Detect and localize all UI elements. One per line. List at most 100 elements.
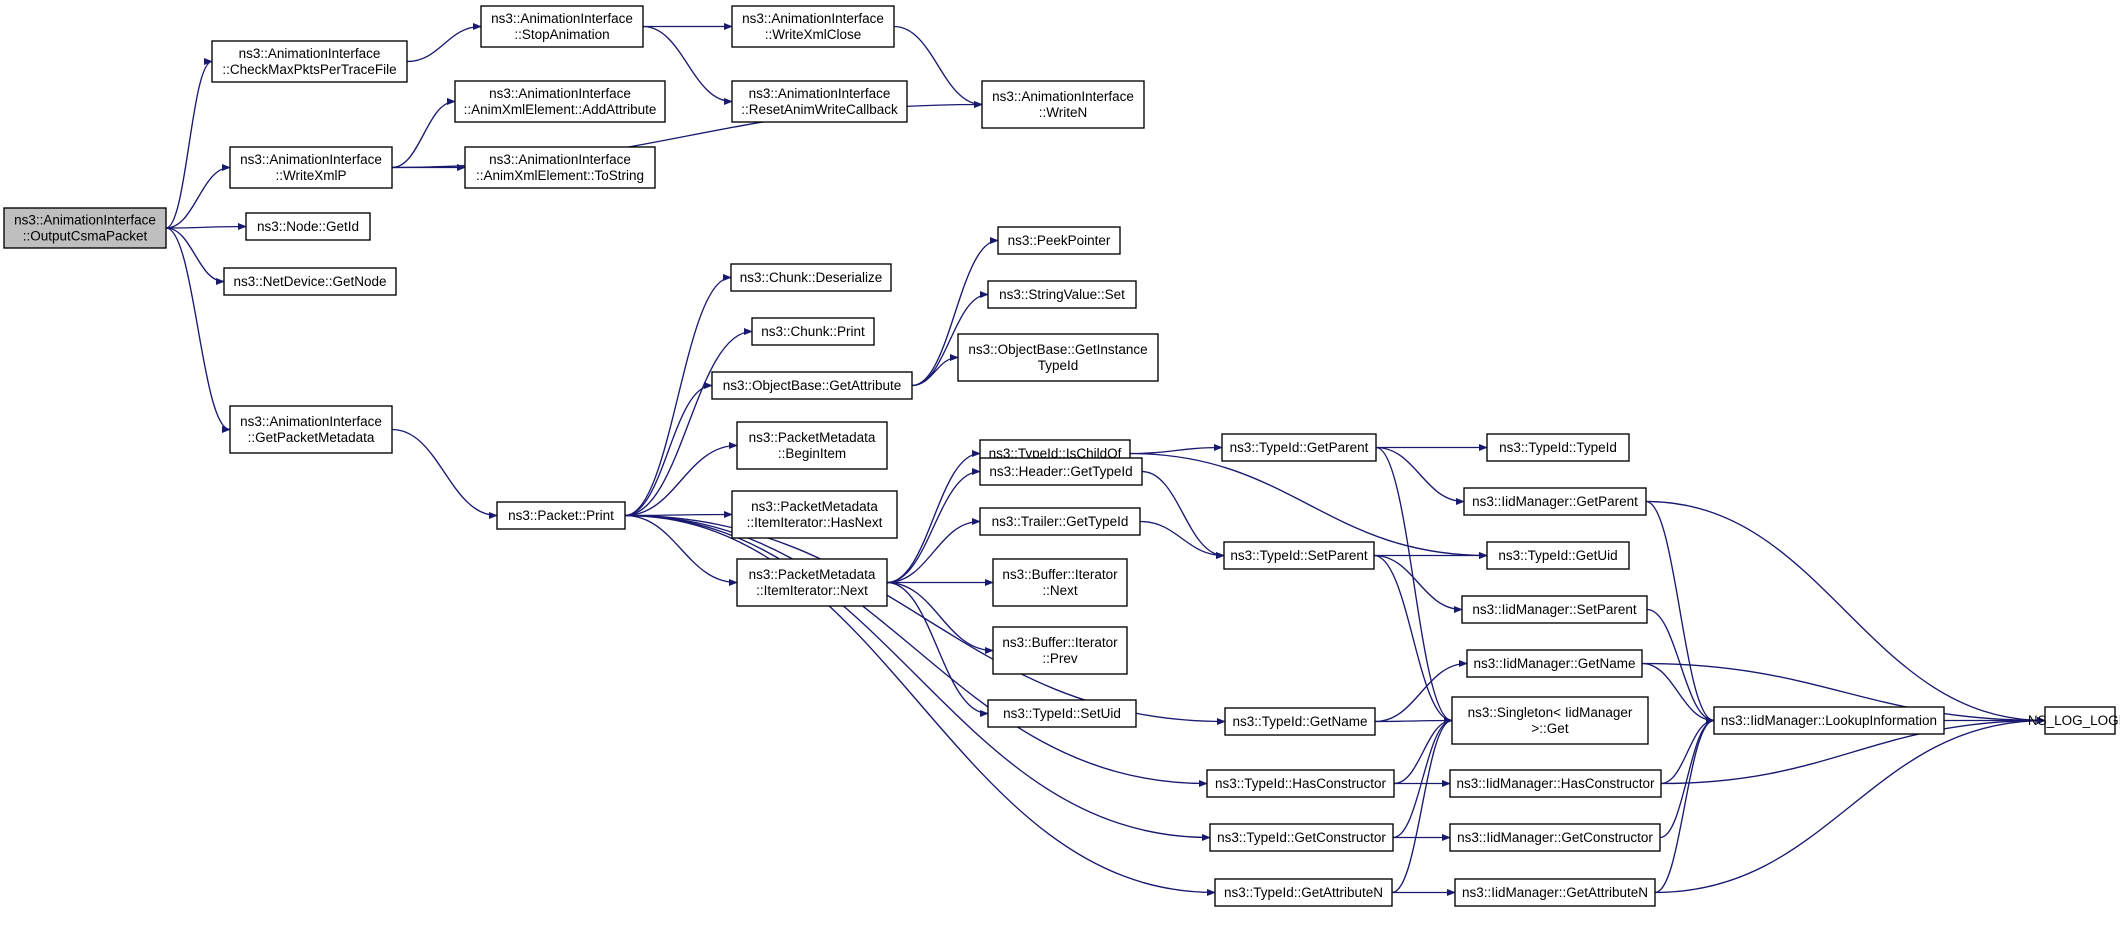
node-checkmax[interactable]: ns3::AnimationInterface::CheckMaxPktsPer…: [211, 40, 408, 83]
node-tostring[interactable]: ns3::AnimationInterface::AnimXmlElement:…: [464, 146, 656, 189]
node-strvalset[interactable]: ns3::StringValue::Set: [987, 280, 1137, 309]
node-writexmlp[interactable]: ns3::AnimationInterface::WriteXmlP: [229, 146, 393, 189]
edge-iidgetname-to-lookupinfo: [1641, 662, 1715, 725]
node-iidhasctor[interactable]: ns3::IidManager::HasConstructor: [1449, 769, 1662, 798]
node-box: [1206, 769, 1395, 798]
node-addattr[interactable]: ns3::AnimationInterface::AnimXmlElement:…: [454, 80, 666, 123]
node-label: ::Prev: [1042, 651, 1078, 666]
node-label: ns3::PacketMetadata: [749, 567, 876, 582]
node-label: NS_LOG_LOGIC: [2028, 713, 2120, 728]
node-box: [3, 207, 167, 249]
edge-tidgetparent-to-iidgetparent: [1375, 446, 1465, 506]
node-setuid[interactable]: ns3::TypeId::SetUid: [987, 699, 1137, 728]
edge-itemnext-to-trailergettid: [886, 517, 981, 584]
edge-iidgetattrn-to-nslog: [1654, 716, 2046, 894]
node-label: ns3::ObjectBase::GetAttribute: [723, 378, 902, 393]
node-label: ::ItemIterator::Next: [756, 583, 868, 598]
node-tidtypeid[interactable]: ns3::TypeId::TypeId: [1486, 433, 1630, 462]
node-box: [751, 317, 875, 346]
node-box: [979, 457, 1143, 486]
edge-getpktmeta-to-packetprint: [391, 428, 498, 520]
node-label: ns3::PacketMetadata: [751, 499, 878, 514]
node-box: [211, 40, 408, 83]
node-box: [711, 371, 913, 400]
node-getpktmeta[interactable]: ns3::AnimationInterface::GetPacketMetada…: [229, 405, 393, 454]
node-lookupinfo[interactable]: ns3::IidManager::LookupInformation: [1713, 706, 1945, 735]
node-box: [730, 263, 892, 292]
node-nslog[interactable]: NS_LOG_LOGIC: [2028, 706, 2120, 735]
node-label: ns3::AnimationInterface: [489, 152, 631, 167]
node-box: [992, 626, 1128, 675]
edge-packetprint-to-tidgetctor: [624, 514, 1211, 842]
node-label: ::WriteN: [1039, 105, 1088, 120]
node-box: [731, 490, 898, 539]
node-label: ns3::AnimationInterface: [14, 213, 156, 228]
node-bufprev[interactable]: ns3::Buffer::Iterator::Prev: [992, 626, 1128, 675]
node-iidgetname[interactable]: ns3::IidManager::GetName: [1466, 649, 1643, 678]
edge-root-to-nodegetid: [165, 222, 247, 231]
edge-packetprint-to-itemnext: [624, 514, 738, 587]
node-iidgetparent[interactable]: ns3::IidManager::GetParent: [1463, 487, 1647, 516]
edge-iidgetparent-to-nslog: [1645, 500, 2046, 725]
node-box: [229, 146, 393, 189]
node-chunkdeser[interactable]: ns3::Chunk::Deserialize: [730, 263, 892, 292]
edge-writexmlclose-to-writen: [893, 25, 983, 109]
node-tidgetparent[interactable]: ns3::TypeId::GetParent: [1221, 433, 1377, 462]
node-box: [1486, 433, 1630, 462]
edge-checkmax-to-stopanim: [406, 22, 482, 63]
node-box: [736, 421, 888, 470]
node-objgetattr[interactable]: ns3::ObjectBase::GetAttribute: [711, 371, 913, 400]
node-label: ns3::Packet::Print: [508, 508, 614, 523]
node-chunkprint[interactable]: ns3::Chunk::Print: [751, 317, 875, 346]
node-bufnext[interactable]: ns3::Buffer::Iterator::Next: [992, 558, 1128, 607]
node-trailergettid[interactable]: ns3::Trailer::GetTypeId: [979, 507, 1141, 536]
node-tidsetparent[interactable]: ns3::TypeId::SetParent: [1223, 541, 1375, 570]
node-stopanim[interactable]: ns3::AnimationInterface::StopAnimation: [480, 5, 644, 48]
node-label: ns3::IidManager::GetName: [1473, 656, 1635, 671]
node-writen[interactable]: ns3::AnimationInterface::WriteN: [981, 80, 1145, 129]
node-box: [1486, 541, 1630, 570]
node-tidgetctor[interactable]: ns3::TypeId::GetConstructor: [1209, 823, 1394, 852]
node-packetprint[interactable]: ns3::Packet::Print: [496, 501, 626, 530]
node-tidgetname[interactable]: ns3::TypeId::GetName: [1224, 707, 1376, 736]
edge-root-to-getpktmeta: [165, 227, 231, 434]
node-root[interactable]: ns3::AnimationInterface::OutputCsmaPacke…: [3, 207, 167, 249]
node-label: ::WriteXmlP: [275, 168, 346, 183]
node-label: ns3::IidManager::GetParent: [1472, 494, 1638, 509]
node-label: ns3::ObjectBase::GetInstance: [968, 342, 1147, 357]
node-netdevgetnode[interactable]: ns3::NetDevice::GetNode: [223, 267, 397, 296]
edge-tidgetparent-to-singleton: [1375, 446, 1453, 725]
node-tidhasctor[interactable]: ns3::TypeId::HasConstructor: [1206, 769, 1395, 798]
edge-tidgetname-to-singleton: [1374, 716, 1453, 725]
node-box: [1461, 595, 1648, 624]
node-nodegetid[interactable]: ns3::Node::GetId: [245, 212, 371, 241]
node-label: ns3::Buffer::Iterator: [1002, 567, 1118, 582]
node-headergettid[interactable]: ns3::Header::GetTypeId: [979, 457, 1143, 486]
node-box: [981, 80, 1145, 129]
node-label: ::CheckMaxPktsPerTraceFile: [222, 62, 396, 77]
node-label: ns3::Chunk::Deserialize: [740, 270, 883, 285]
node-label: ::ResetAnimWriteCallback: [741, 102, 898, 117]
node-singleton[interactable]: ns3::Singleton< IidManager>::Get: [1451, 696, 1649, 745]
node-hasnext[interactable]: ns3::PacketMetadata::ItemIterator::HasNe…: [731, 490, 898, 539]
node-label: ns3::Header::GetTypeId: [989, 464, 1132, 479]
edge-tidgetattrn-to-singleton: [1391, 716, 1453, 894]
edge-tidgetctor-to-singleton: [1392, 716, 1453, 839]
node-box: [1713, 706, 1945, 735]
node-itemnext[interactable]: ns3::PacketMetadata::ItemIterator::Next: [736, 558, 888, 607]
node-label: ns3::AnimationInterface: [992, 89, 1134, 104]
node-label: ::WriteXmlClose: [765, 27, 862, 42]
edge-packetprint-to-chunkdeser: [624, 273, 732, 517]
edge-trailergettid-to-tidsetparent: [1139, 520, 1225, 560]
node-tidgetattrn[interactable]: ns3::TypeId::GetAttributeN: [1214, 878, 1393, 907]
node-writexmlclose[interactable]: ns3::AnimationInterface::WriteXmlClose: [731, 5, 895, 48]
node-iidgetattrn[interactable]: ns3::IidManager::GetAttributeN: [1454, 878, 1656, 907]
node-resetanim[interactable]: ns3::AnimationInterface::ResetAnimWriteC…: [731, 80, 908, 123]
node-tidgetuid[interactable]: ns3::TypeId::GetUid: [1486, 541, 1630, 570]
node-peekptr[interactable]: ns3::PeekPointer: [997, 226, 1121, 255]
node-label: ::ItemIterator::HasNext: [747, 515, 883, 530]
node-iidgetctor[interactable]: ns3::IidManager::GetConstructor: [1449, 823, 1661, 852]
node-iidsetparent[interactable]: ns3::IidManager::SetParent: [1461, 595, 1648, 624]
node-beginitem[interactable]: ns3::PacketMetadata::BeginItem: [736, 421, 888, 470]
